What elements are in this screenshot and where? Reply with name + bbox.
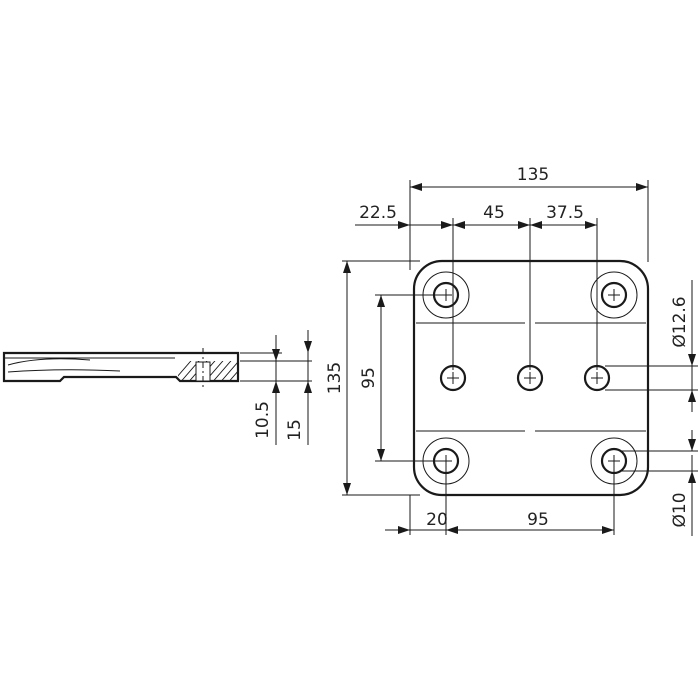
dim-center-spacing-a: 45 xyxy=(483,203,505,223)
corner-hole-top-right xyxy=(590,271,638,319)
side-view-break-line xyxy=(7,358,91,366)
front-view-plate-outline xyxy=(412,259,650,497)
side-view: 10.5 15 xyxy=(2,330,312,445)
dim-left-offset: 22.5 xyxy=(359,203,397,223)
dim-total-thickness: 15 xyxy=(285,419,305,441)
dim-center-spacing-b: 37.5 xyxy=(546,203,584,223)
dim-overall-height: 135 xyxy=(325,362,345,394)
dim-bottom-offset: 20 xyxy=(426,510,448,530)
side-view-break-line-2 xyxy=(7,369,121,373)
dim-hole-horizontal-spacing: 95 xyxy=(527,510,549,530)
front-view xyxy=(412,259,650,497)
front-view-dimensions: 135 22.5 45 37.5 135 95 xyxy=(325,165,698,536)
dim-hole-diameter-large: Ø12.6 xyxy=(670,296,690,347)
dim-hole-vertical-spacing: 95 xyxy=(359,367,379,389)
dim-overall-width: 135 xyxy=(517,165,549,185)
dim-plate-thickness: 10.5 xyxy=(253,401,273,439)
dim-hole-diameter-small: Ø10 xyxy=(670,492,690,527)
